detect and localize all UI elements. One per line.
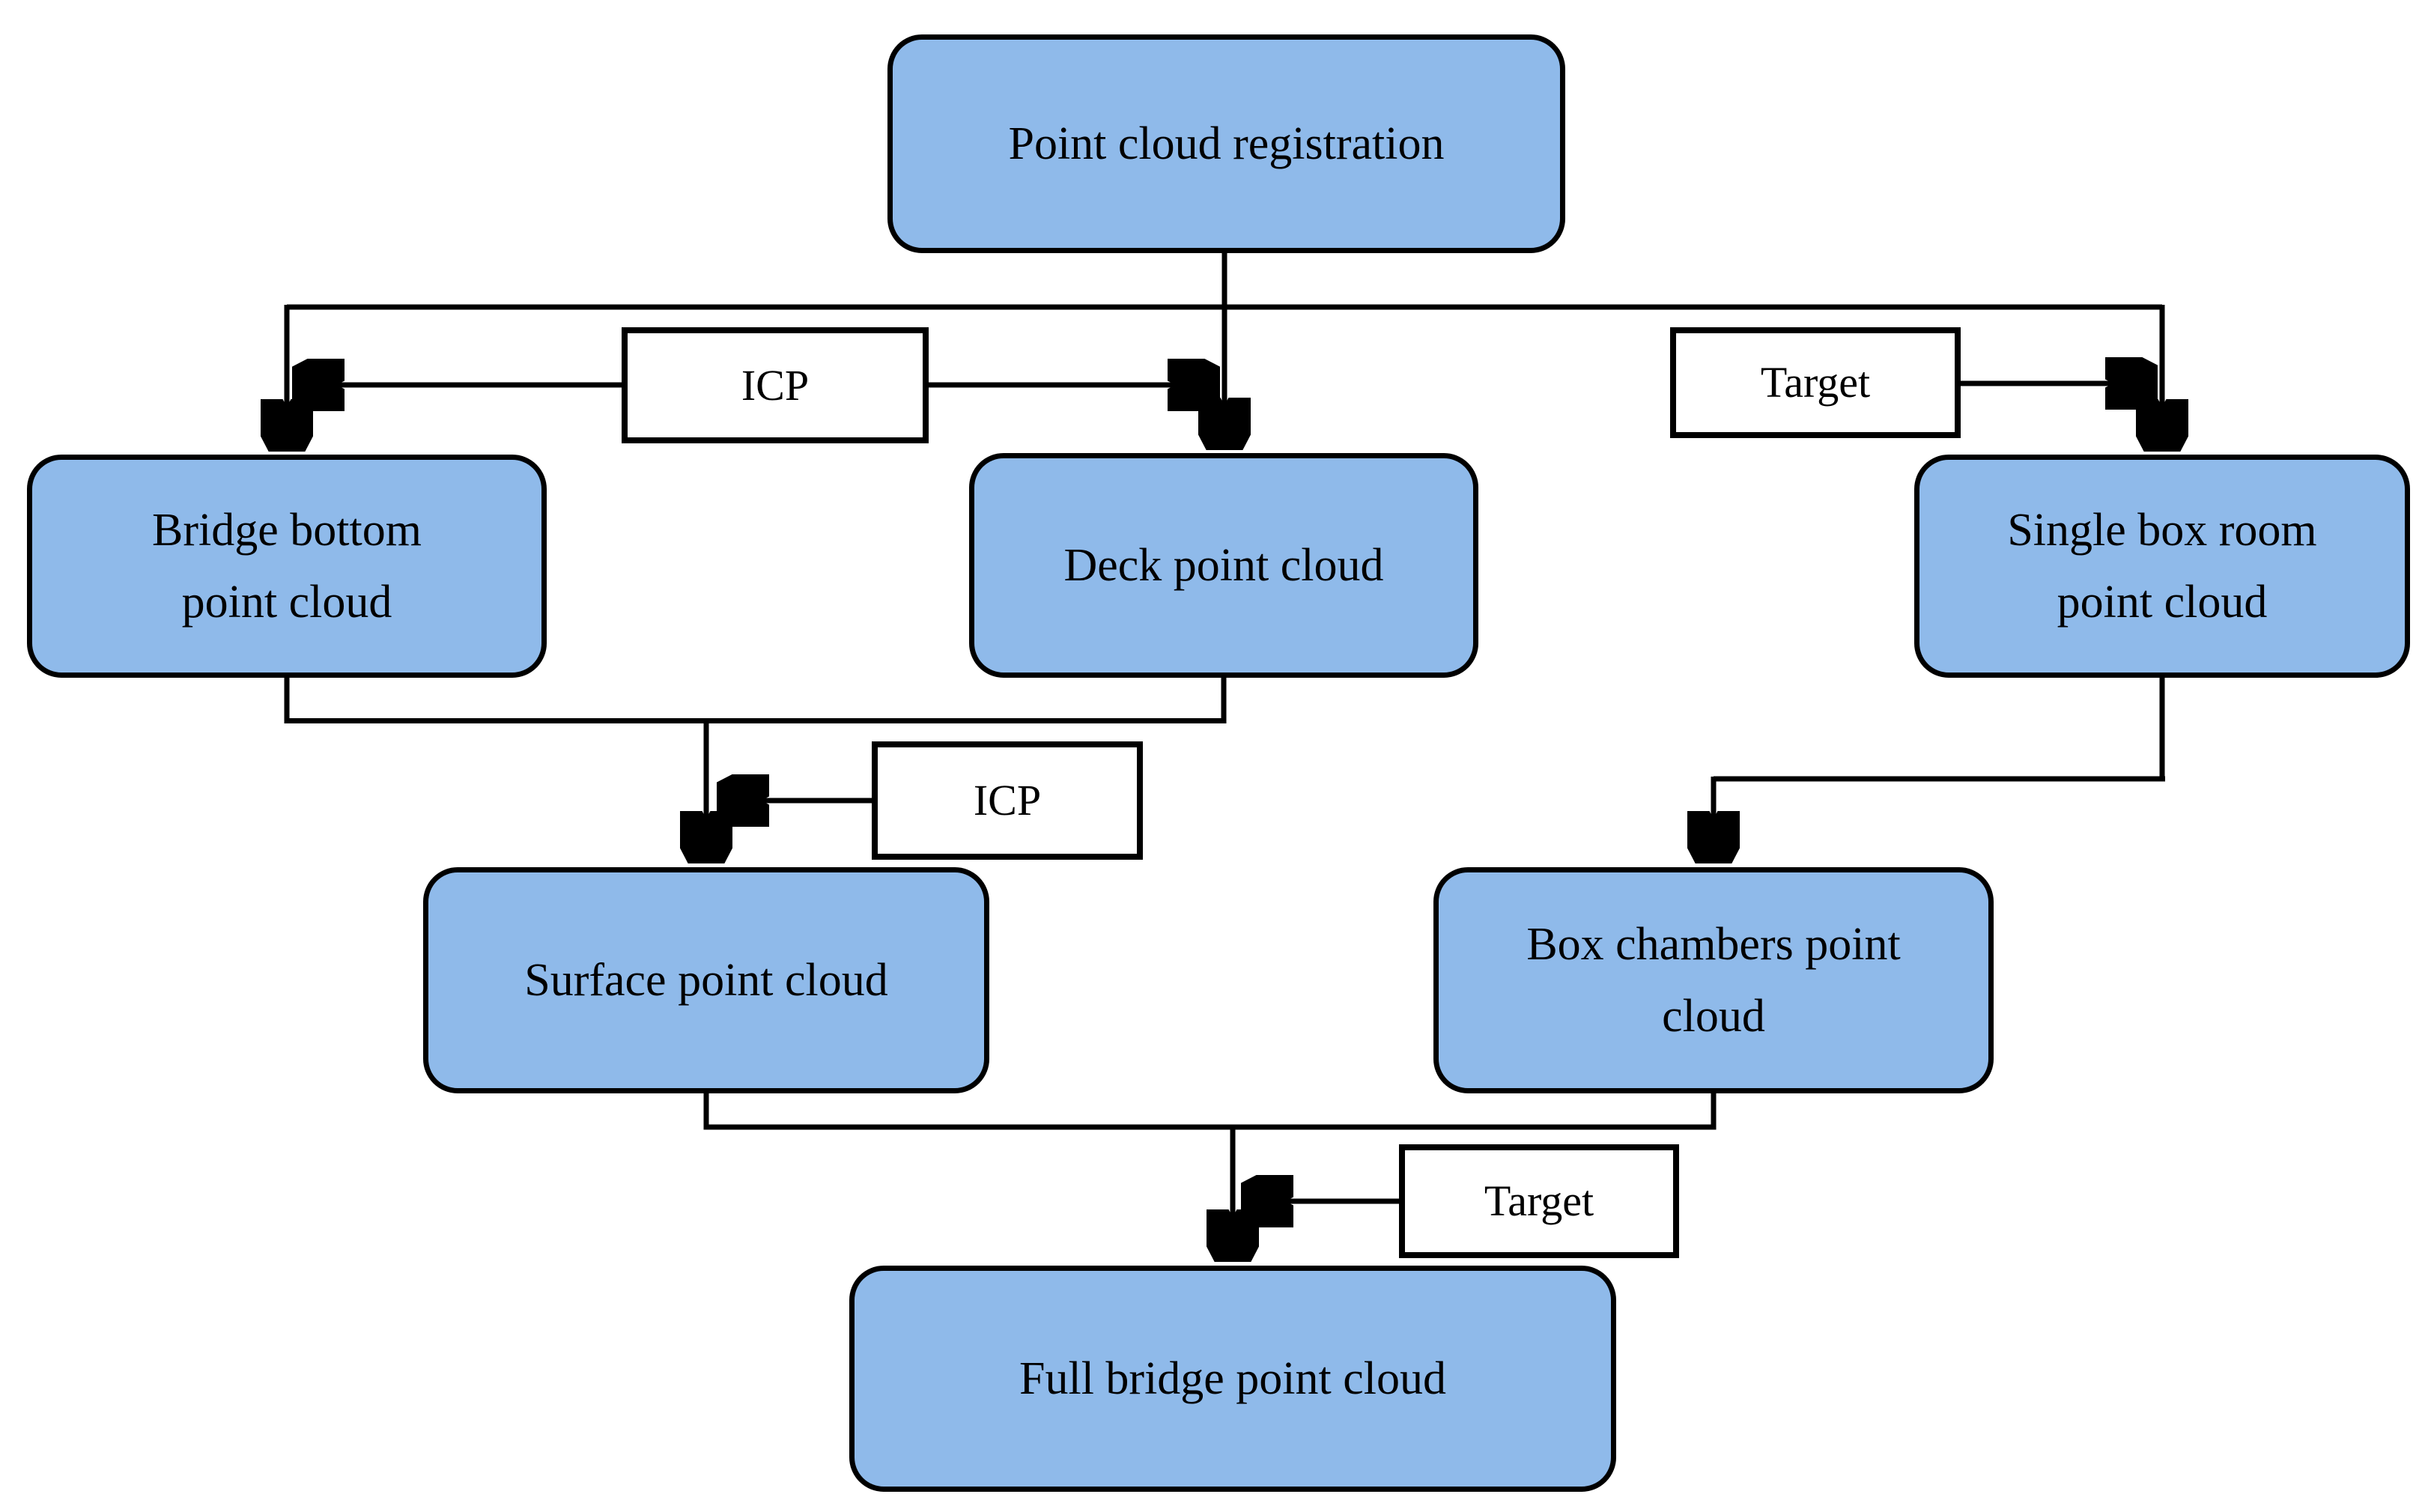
edge-label-target-bottom: Target: [1399, 1144, 1679, 1258]
node-deck-point-cloud: Deck point cloud: [969, 453, 1478, 678]
node-full-bridge-point-cloud: Full bridge point cloud: [849, 1266, 1616, 1492]
node-surface-point-cloud: Surface point cloud: [423, 867, 989, 1093]
edge-label-target-top: Target: [1670, 327, 1961, 438]
node-bridge-bottom-point-cloud: Bridge bottom point cloud: [27, 455, 547, 678]
edge-label-icp-top: ICP: [622, 327, 929, 443]
node-point-cloud-registration: Point cloud registration: [887, 34, 1565, 253]
node-single-box-room-point-cloud: Single box room point cloud: [1914, 455, 2410, 678]
edge-label-icp-middle: ICP: [872, 741, 1143, 860]
node-box-chambers-point-cloud: Box chambers point cloud: [1433, 867, 1994, 1093]
